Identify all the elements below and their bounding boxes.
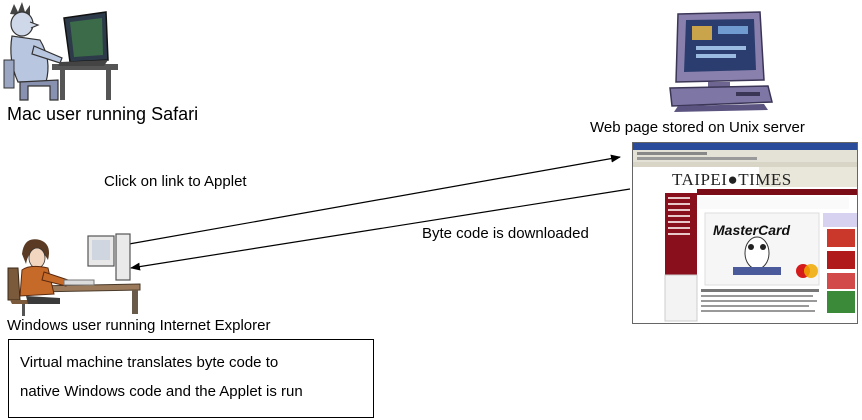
webpage-thumbnail-graphic (633, 143, 857, 322)
note-box: Virtual machine translates byte code to … (8, 339, 374, 418)
webpage-screenshot: TAIPEI●TIMES MasterCard (632, 142, 858, 324)
note-line: native Windows code and the Applet is ru… (20, 383, 303, 400)
webpage-ad-text: MasterCard (713, 222, 791, 238)
response-arrow (130, 188, 631, 271)
windows-user-label: Windows user running Internet Explorer (7, 317, 271, 334)
windows-user-at-desk-icon (7, 233, 141, 316)
mac-user-label: Mac user running Safari (7, 104, 199, 124)
response-label: Byte code is downloaded (422, 225, 589, 242)
note-line: Virtual machine translates byte code to (20, 354, 279, 371)
server-label: Web page stored on Unix server (590, 119, 805, 136)
request-label: Click on link to Applet (104, 173, 247, 190)
request-arrow (128, 154, 621, 245)
mac-user-at-computer-icon (3, 2, 118, 101)
desktop-computer-server-icon (669, 11, 773, 112)
webpage-site-title: TAIPEI●TIMES (672, 170, 792, 189)
